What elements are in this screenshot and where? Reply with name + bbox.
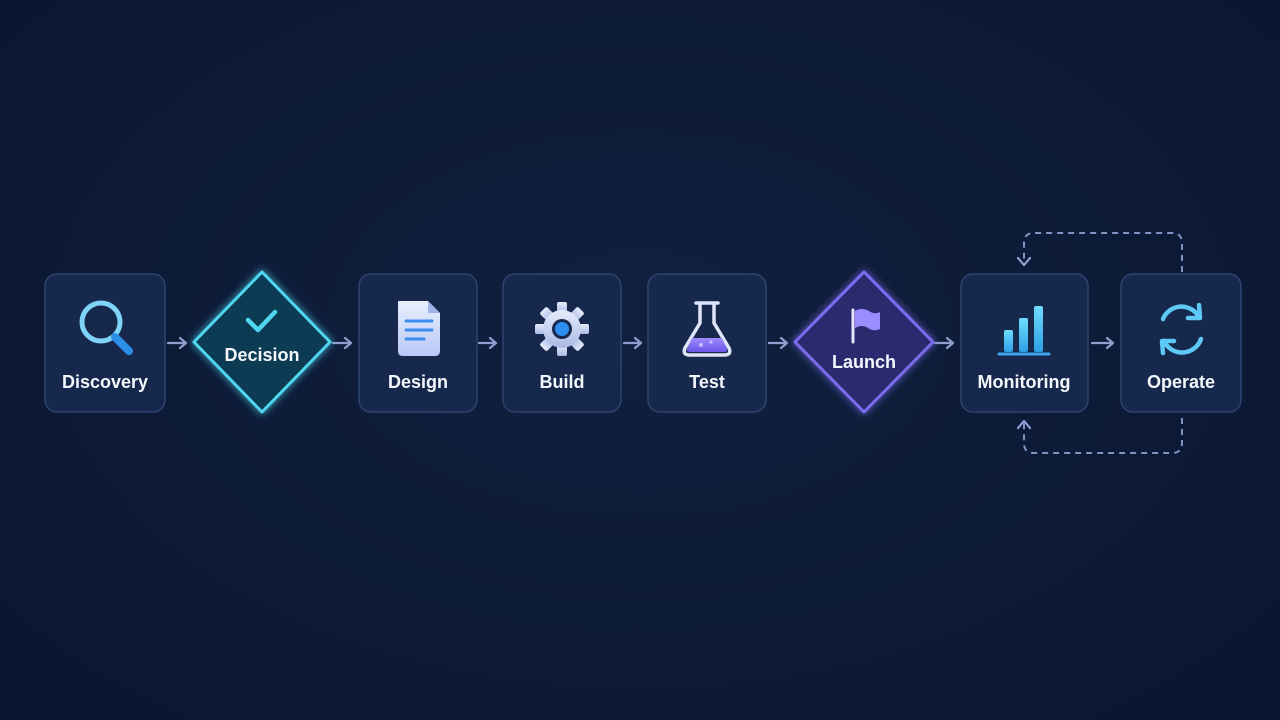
node-operate: Operate: [1120, 273, 1242, 413]
node-test: Test: [647, 273, 767, 413]
node-discovery: Discovery: [44, 273, 166, 413]
node-label-test: Test: [689, 372, 725, 392]
flask-icon: [682, 301, 732, 357]
bar-chart-icon: [997, 306, 1051, 356]
node-label-discovery: Discovery: [62, 372, 148, 392]
refresh-icon: [1159, 302, 1204, 356]
gear-icon: [535, 302, 589, 356]
node-launch: Launch: [793, 270, 935, 414]
magnifier-icon: [79, 300, 133, 355]
checkmark-icon: [245, 309, 278, 333]
node-label-build: Build: [540, 372, 585, 392]
edge-launch-monitoring: [933, 336, 955, 350]
node-monitoring: Monitoring: [960, 273, 1089, 413]
node-build: Build: [502, 273, 622, 413]
edge-build-test: [622, 336, 643, 350]
edge-operate-monitoring-loop-bottom: [1016, 418, 1183, 454]
node-label-monitoring: Monitoring: [978, 372, 1071, 392]
node-design: Design: [358, 273, 478, 413]
edge-monitoring-operate: [1090, 336, 1115, 350]
edge-test-launch: [767, 336, 789, 350]
edge-discovery-decision: [166, 336, 188, 350]
node-label-decision: Decision: [224, 345, 299, 365]
document-icon: [398, 301, 440, 356]
edge-decision-design: [331, 336, 353, 350]
flag-icon: [851, 308, 880, 344]
node-label-operate: Operate: [1147, 372, 1215, 392]
edge-design-build: [477, 336, 498, 350]
node-decision: Decision: [192, 270, 332, 414]
edge-operate-monitoring-loop-top: [1016, 232, 1183, 272]
node-label-launch: Launch: [832, 352, 896, 372]
node-label-design: Design: [388, 372, 448, 392]
